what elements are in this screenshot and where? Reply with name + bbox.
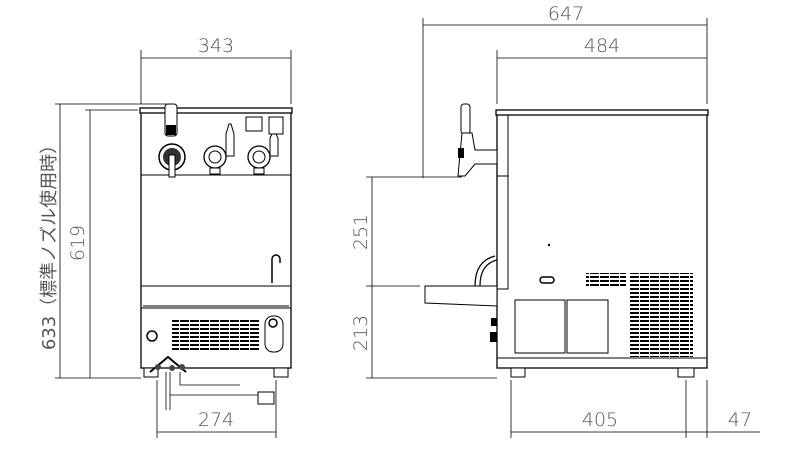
display-panel — [245, 116, 263, 132]
dimension-274: 274 — [156, 380, 277, 438]
hose-connectors — [149, 355, 275, 410]
faucet-main — [158, 103, 186, 178]
front-grille — [172, 320, 260, 350]
dim-405-label: 405 — [582, 409, 618, 431]
dimension-251-213: 251 213 — [350, 176, 497, 379]
side-grille-large — [629, 273, 693, 357]
front-view: 343 619 633（標準ノズル使用時） — [39, 35, 293, 438]
dim-274-label: 274 — [198, 409, 234, 431]
drain-knob — [146, 330, 158, 342]
top-plate — [139, 107, 293, 114]
dimension-343: 343 — [140, 35, 292, 104]
dim-343-label: 343 — [198, 35, 234, 57]
dim-47-label: 47 — [728, 409, 752, 431]
side-faucet — [457, 103, 498, 177]
faucet-2 — [203, 123, 235, 175]
drip-hook — [271, 254, 281, 283]
drip-tray — [424, 285, 498, 307]
side-grille-small — [586, 273, 626, 287]
dimension-heights: 619 633（標準ノズル使用時） — [39, 103, 170, 379]
control-switches — [268, 116, 284, 135]
dimension-484: 484 — [496, 35, 707, 104]
dim-251-label: 251 — [350, 214, 372, 250]
dim-647-label: 647 — [548, 3, 584, 25]
dim-633-label: 633（標準ノズル使用時） — [39, 136, 60, 350]
side-top-plate — [495, 109, 709, 116]
dimension-405-47: 405 47 — [510, 380, 760, 438]
dim-213-label: 213 — [350, 315, 372, 351]
dim-484-label: 484 — [584, 35, 620, 57]
faucet-3 — [247, 131, 279, 175]
dim-619-label: 619 — [67, 225, 89, 261]
dimension-647: 647 — [422, 3, 708, 178]
side-view: 647 484 251 213 — [350, 3, 760, 438]
